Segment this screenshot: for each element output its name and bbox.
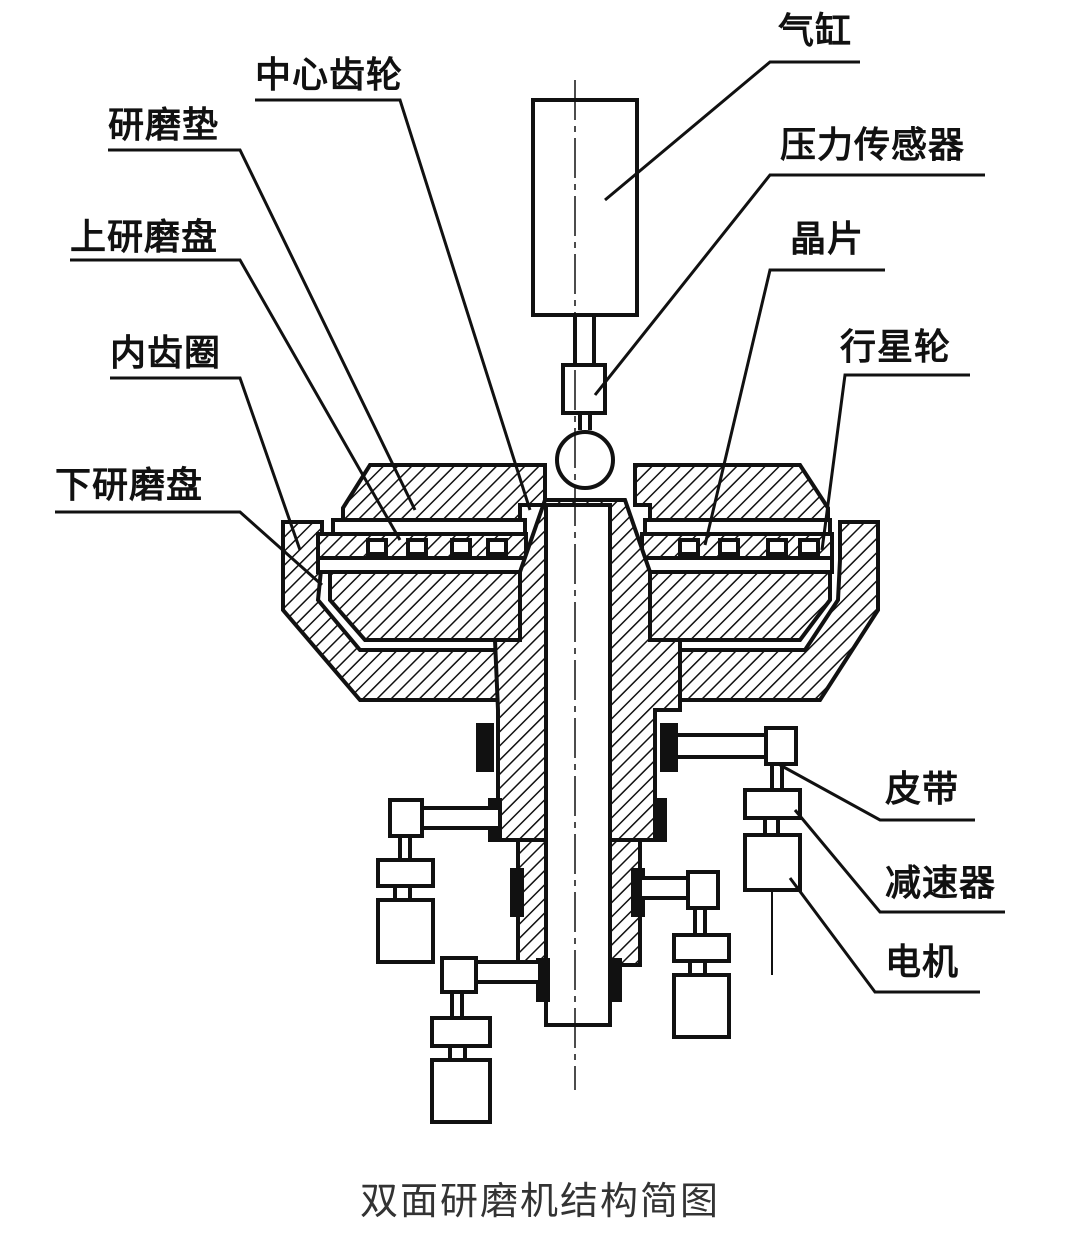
leader-reducer bbox=[793, 809, 1005, 914]
ball-joint bbox=[555, 430, 615, 490]
label-pressure-sensor: 压力传感器 bbox=[780, 125, 966, 166]
pulley-right bbox=[764, 726, 798, 766]
lower-plate-right bbox=[643, 570, 832, 642]
leader-cylinder bbox=[604, 60, 860, 202]
label-motor: 电机 bbox=[885, 942, 960, 983]
pad-upper-right bbox=[643, 518, 832, 536]
leader-belt bbox=[779, 763, 975, 822]
label-lower-plate: 下研磨盘 bbox=[55, 465, 204, 506]
leader-polishing-pad bbox=[108, 148, 417, 511]
label-planet-gear: 行星轮 bbox=[840, 327, 952, 368]
leader-upper-plate bbox=[70, 258, 402, 541]
label-reducer: 减速器 bbox=[885, 863, 997, 904]
reducer-right bbox=[743, 788, 802, 820]
label-sun-gear: 中心齿轮 bbox=[255, 55, 404, 96]
label-cylinder: 气缸 bbox=[778, 11, 853, 52]
figure-caption: 双面研磨机结构简图 bbox=[359, 1179, 720, 1223]
leader-motor bbox=[788, 877, 980, 994]
leader-pressure-sensor bbox=[593, 173, 985, 396]
label-inner-ring-gear: 内齿圈 bbox=[110, 333, 222, 374]
label-belt: 皮带 bbox=[885, 769, 960, 810]
leader-wafer bbox=[703, 268, 885, 546]
motor-right bbox=[743, 833, 802, 892]
leader-sun-gear bbox=[255, 98, 532, 511]
leader-lower-plate bbox=[55, 510, 323, 587]
label-upper-plate: 上研磨盘 bbox=[70, 217, 219, 258]
central-shaft bbox=[544, 503, 612, 1027]
leader-planet-gear bbox=[820, 373, 970, 551]
lower-plate-left bbox=[328, 570, 522, 642]
label-wafer: 晶片 bbox=[790, 219, 865, 260]
upper-plate-right bbox=[633, 463, 830, 522]
leader-inner-ring bbox=[110, 376, 302, 551]
pad-upper-left bbox=[331, 518, 527, 536]
cylinder-body bbox=[531, 98, 639, 317]
label-polishing-pad: 研磨垫 bbox=[108, 105, 220, 146]
